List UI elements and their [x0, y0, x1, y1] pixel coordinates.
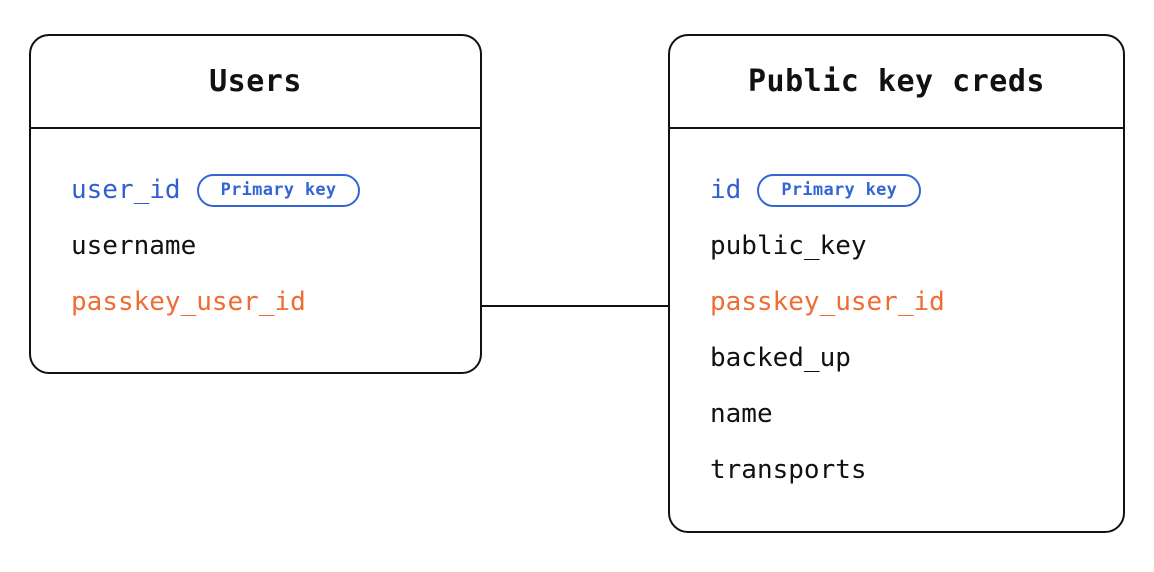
field-row[interactable]: passkey_user_id — [71, 274, 480, 330]
entity-users[interactable]: Users user_id Primary key username passk… — [29, 34, 482, 374]
field-row[interactable]: user_id Primary key — [71, 162, 480, 218]
field-row[interactable]: public_key — [710, 218, 1123, 274]
primary-key-badge: Primary key — [757, 173, 922, 207]
relationship-connector-line — [480, 305, 670, 308]
field-name-passkey-user-id: passkey_user_id — [710, 287, 945, 317]
primary-key-badge-label: Primary key — [781, 180, 898, 200]
field-name-public-key: public_key — [710, 231, 867, 261]
field-row[interactable]: passkey_user_id — [710, 274, 1123, 330]
entity-users-header: Users — [31, 36, 480, 129]
entity-users-field-list: user_id Primary key username passkey_use… — [31, 129, 480, 330]
entity-public-key-creds-field-list: id Primary key public_key passkey_user_i… — [670, 129, 1123, 498]
entity-users-title: Users — [209, 64, 302, 99]
field-name-backed-up: backed_up — [710, 343, 851, 373]
field-row[interactable]: transports — [710, 442, 1123, 498]
field-name-username: username — [71, 231, 197, 261]
field-name-name: name — [710, 399, 773, 429]
entity-public-key-creds[interactable]: Public key creds id Primary key public_k… — [668, 34, 1125, 533]
field-name-transports: transports — [710, 455, 867, 485]
field-row[interactable]: username — [71, 218, 480, 274]
primary-key-badge: Primary key — [196, 173, 361, 207]
field-row[interactable]: name — [710, 386, 1123, 442]
field-name-id: id — [710, 175, 742, 205]
entity-public-key-creds-title: Public key creds — [748, 64, 1045, 99]
entity-public-key-creds-header: Public key creds — [670, 36, 1123, 129]
field-name-passkey-user-id: passkey_user_id — [71, 287, 306, 317]
field-row[interactable]: backed_up — [710, 330, 1123, 386]
primary-key-badge-label: Primary key — [220, 180, 337, 200]
field-name-user-id: user_id — [71, 175, 181, 205]
field-row[interactable]: id Primary key — [710, 162, 1123, 218]
